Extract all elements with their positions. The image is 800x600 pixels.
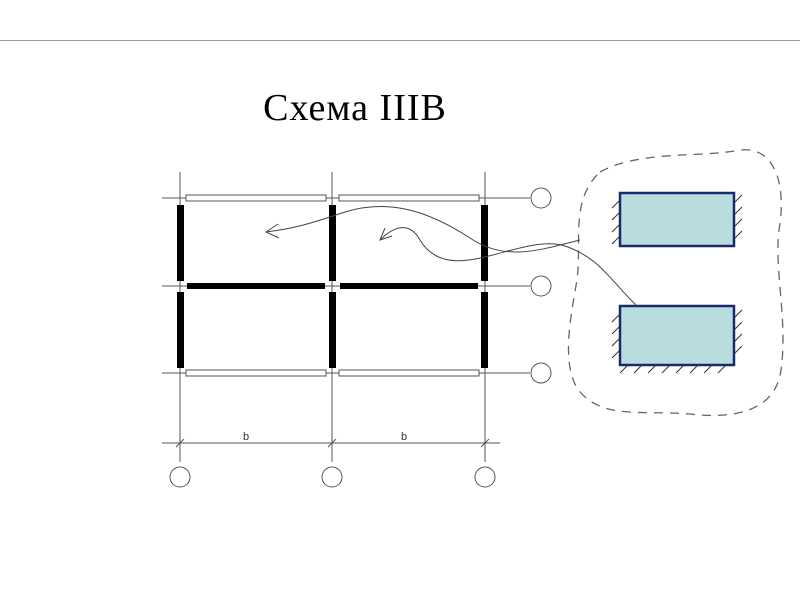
- axis-marker-row-3: [530, 362, 552, 384]
- axis-marker-col-2: [321, 466, 343, 488]
- axis-marker-row-1: [530, 187, 552, 209]
- block-upper-hatch: [611, 194, 743, 245]
- block-upper: [611, 191, 743, 248]
- wall-panel-top-right: [338, 194, 480, 202]
- column-2-lower: [329, 292, 336, 368]
- wall-panel-top-left: [185, 194, 327, 202]
- dimension-label-right: b: [401, 431, 407, 443]
- beams: [187, 283, 478, 289]
- wall-panel-bottom-left: [185, 369, 327, 377]
- column-3-upper: [481, 205, 488, 281]
- axis-markers-bottom: [169, 466, 496, 488]
- column-3-lower: [481, 292, 488, 368]
- arrow-curve-left: [265, 206, 581, 253]
- axis-marker-row-2: [530, 275, 552, 297]
- dimension-line: [162, 438, 500, 448]
- column-1-upper: [177, 205, 184, 281]
- dashed-boundary: [567, 149, 784, 417]
- column-1-lower: [177, 292, 184, 368]
- curved-arrows: [264, 206, 637, 306]
- scheme-title: Схема IIIB: [263, 87, 447, 129]
- beam-middle-right: [340, 283, 478, 289]
- wall-panel-bottom-right: [338, 369, 480, 377]
- dimension-tick-1: [175, 438, 185, 448]
- columns: [177, 205, 488, 368]
- axis-markers-right: [530, 187, 552, 384]
- axis-marker-col-1: [169, 466, 191, 488]
- wall-panels: [185, 194, 480, 377]
- dimension-tick-3: [480, 438, 490, 448]
- arrow-head-left: [264, 223, 280, 239]
- beam-middle-left: [187, 283, 325, 289]
- dimension-label-left: b: [243, 431, 249, 443]
- block-upper-rect: [618, 191, 736, 248]
- block-lower: [611, 304, 743, 374]
- arrow-curve-right: [379, 227, 637, 306]
- arrow-head-right: [379, 227, 393, 241]
- dimension-tick-2: [327, 438, 337, 448]
- axis-marker-col-3: [474, 466, 496, 488]
- block-lower-rect: [618, 304, 736, 367]
- top-border-line: [0, 40, 800, 41]
- block-lower-hatch: [611, 309, 743, 374]
- column-2-upper: [329, 205, 336, 281]
